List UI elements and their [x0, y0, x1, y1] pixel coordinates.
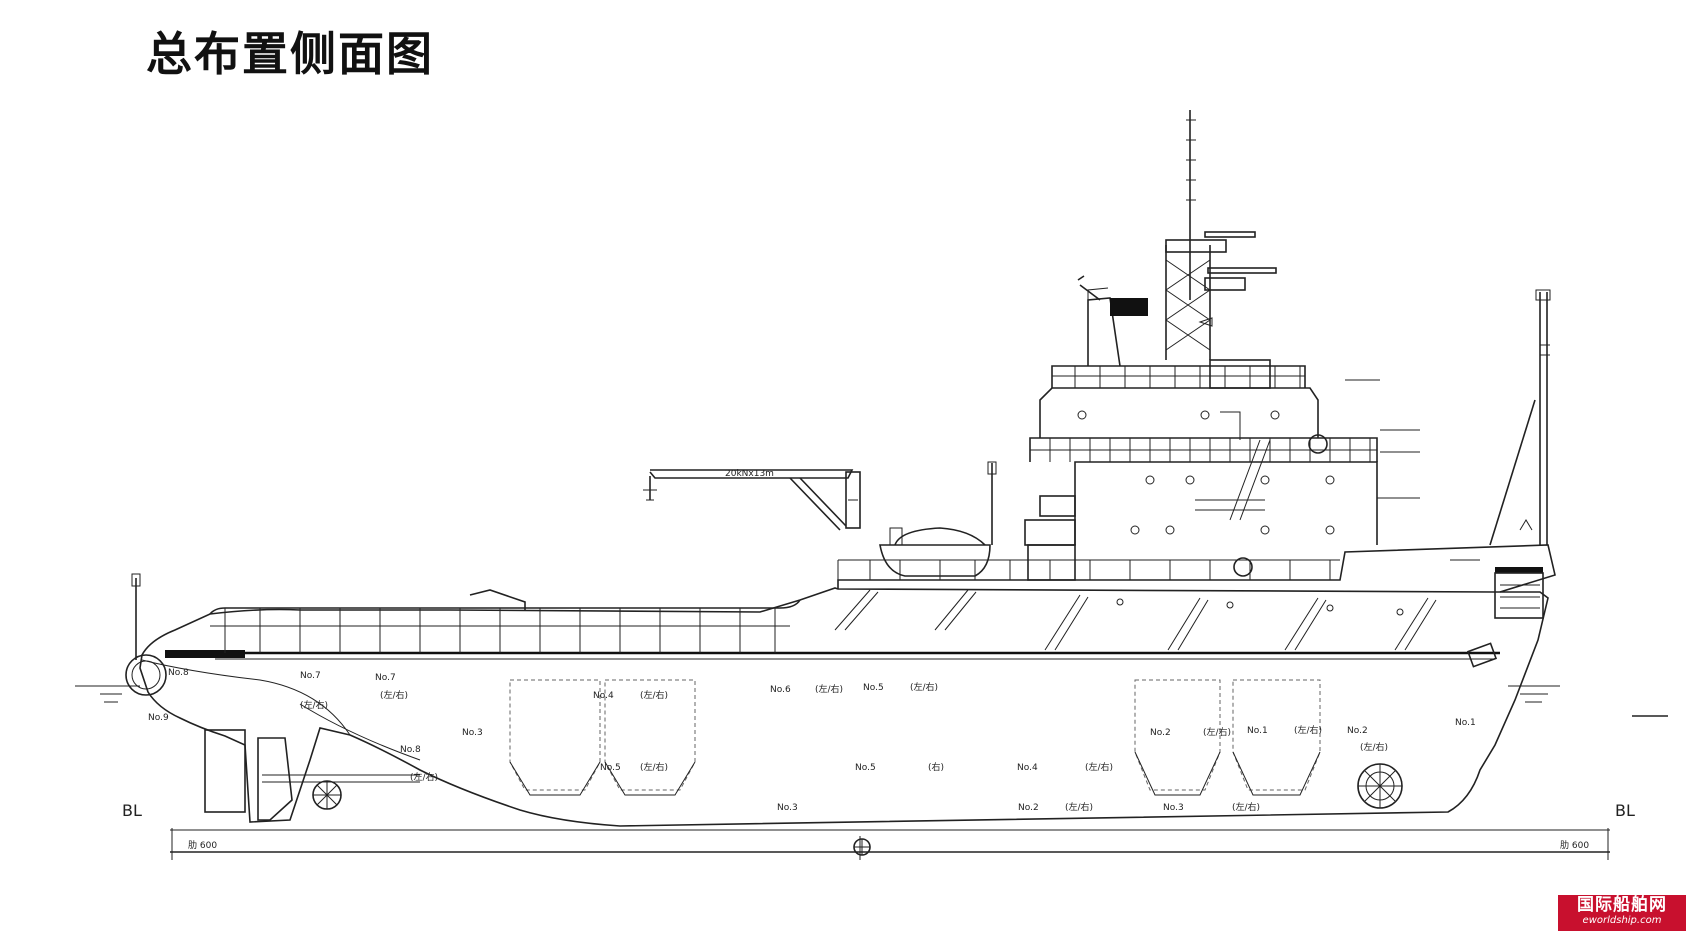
tank-label: No.5 [855, 763, 876, 773]
tank-label: (左/右) [1360, 741, 1388, 753]
tank-label: (左/右) [1294, 724, 1322, 736]
tank-label: (左/右) [300, 699, 328, 711]
tank-label: (右) [928, 761, 944, 773]
tank-label: No.9 [148, 713, 169, 723]
propulsion [204, 729, 1403, 856]
deck-crane: 20kNx13m [643, 469, 861, 531]
baseline-label-right: BL [1615, 801, 1635, 820]
tank-label: (左/右) [640, 761, 668, 773]
baseline-dimensions [170, 828, 1610, 860]
tank-label: (左/右) [1065, 801, 1093, 813]
aft-deck-rail [131, 573, 801, 660]
tank-label: No.7 [300, 671, 321, 681]
level-marks [1345, 379, 1480, 561]
tank-label: (左/右) [1203, 726, 1231, 738]
tank-label: No.2 [1018, 803, 1039, 813]
tank-label: No.7 [375, 673, 396, 683]
tank-label: No.8 [168, 668, 189, 678]
tank-label: (左/右) [410, 771, 438, 783]
dimension-right: 肋 600 [1560, 840, 1589, 851]
page-title: 总布置侧面图 [146, 27, 434, 81]
crane-label: 20kNx13m [725, 469, 774, 479]
rescue-boat [879, 527, 991, 577]
tank-label: No.5 [863, 683, 884, 693]
tank-label: No.1 [1455, 718, 1476, 728]
tank-label: (左/右) [1085, 761, 1113, 773]
tank-label: No.4 [593, 691, 614, 701]
tank-label: No.3 [1163, 803, 1184, 813]
watermark-en: eworldship.com [1582, 915, 1662, 926]
tank-label: No.3 [777, 803, 798, 813]
tank-label: No.2 [1150, 728, 1171, 738]
tank-label: (左/右) [815, 683, 843, 695]
tank-label: No.2 [1347, 726, 1368, 736]
forecastle-deck [834, 544, 1556, 668]
tank-label: (左/右) [380, 689, 408, 701]
cargo-tanks [509, 679, 1321, 796]
dimension-left: 肋 600 [188, 840, 217, 851]
tank-label: No.4 [1017, 763, 1038, 773]
tank-label: No.8 [400, 745, 421, 755]
watermark-logo: 国际船舶网 eworldship.com [1558, 895, 1686, 931]
tank-label: (左/右) [640, 689, 668, 701]
tank-label: (左/右) [1232, 801, 1260, 813]
tank-label: No.3 [462, 728, 483, 738]
watermark-cn: 国际船舶网 [1577, 895, 1667, 915]
hull [125, 587, 1549, 827]
waterline-marks [75, 685, 1668, 717]
tank-label: No.1 [1247, 726, 1268, 736]
tank-label: (左/右) [910, 681, 938, 693]
tank-label: No.5 [600, 763, 621, 773]
superstructure [987, 275, 1378, 581]
baseline-label-left: BL [122, 801, 142, 820]
main-mast [1165, 110, 1277, 360]
fore-mast [1489, 289, 1551, 546]
tank-label: No.6 [770, 685, 791, 695]
